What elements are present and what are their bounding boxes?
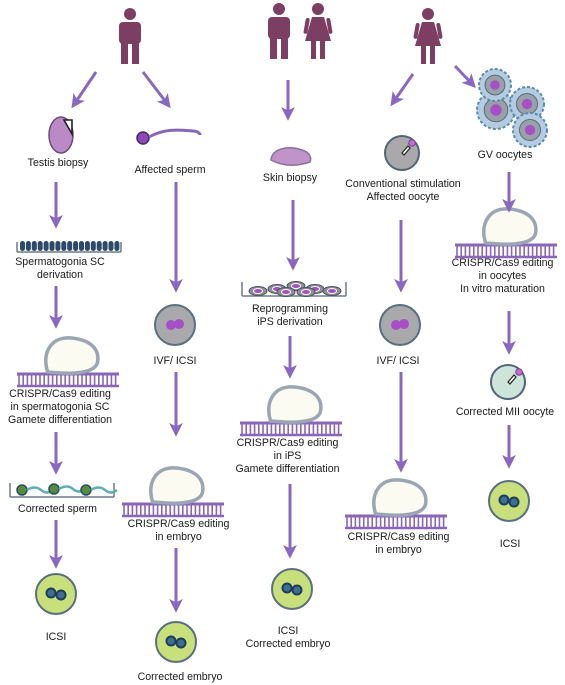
male-person-icon xyxy=(119,8,141,64)
label-corrected-embryo: Corrected embryo xyxy=(137,671,223,683)
label-gv-oocytes: GV oocytes xyxy=(477,149,533,161)
label-embryo-editing-b-line1: CRISPR/Cas9 editing xyxy=(347,531,450,543)
label-gv-editing-line2: in oocytes xyxy=(478,270,527,282)
label-corrected-mii-oocyte: Corrected MII oocyte xyxy=(455,406,555,418)
label-ivf-icsi-b: IVF/ ICSI xyxy=(376,355,420,367)
male-person-icon xyxy=(268,3,290,59)
flow-arrow xyxy=(71,71,98,109)
label-gv-editing-line3: In vitro maturation xyxy=(460,283,545,295)
label-sc-editing-line3: Gamete differentiation xyxy=(7,414,113,426)
crispr-complex-icon xyxy=(240,385,342,437)
female-person-icon xyxy=(303,3,333,59)
ips-culture-icon xyxy=(241,281,347,297)
flow-arrow xyxy=(141,71,171,109)
oocyte-icon xyxy=(384,135,420,171)
label-testis-biopsy: Testis biopsy xyxy=(27,157,89,169)
crispr-complex-icon xyxy=(345,478,447,530)
label-corrected-sperm: Corrected sperm xyxy=(18,503,97,515)
flow-arrow xyxy=(390,73,415,107)
label-embryo-editing-b-line2: in embryo xyxy=(375,544,422,556)
label-icsi-sc: ICSI xyxy=(45,631,67,643)
label-gv-editing-line1: CRISPR/Cas9 editing xyxy=(451,257,554,269)
label-affected-sperm: Affected sperm xyxy=(134,164,206,176)
label-sc-derivation-line1: Spermatogonia SC xyxy=(15,256,105,268)
testis-icon xyxy=(48,116,74,154)
embryo-icon xyxy=(271,568,313,610)
label-ivf-icsi-a: IVF/ ICSI xyxy=(153,355,197,367)
label-sc-editing-line2: in spermatogonia SC xyxy=(10,401,110,413)
crispr-complex-icon xyxy=(455,207,557,259)
label-skin-biopsy: Skin biopsy xyxy=(262,172,318,184)
label-icsi-gv: ICSI xyxy=(499,538,521,550)
label-conv-stim-line1: Conventional stimulation xyxy=(345,178,461,190)
embryo-icon xyxy=(488,480,530,522)
fertilized-oocyte-icon xyxy=(379,304,421,346)
corrected-sperm-icon xyxy=(9,483,118,498)
embryo-icon xyxy=(155,621,197,663)
fertilized-oocyte-icon xyxy=(154,304,196,346)
label-ips-editing-line3: Gamete differentiation xyxy=(235,463,340,475)
label-embryo-editing-a-line1: CRISPR/Cas9 editing xyxy=(127,518,230,530)
label-reprogramming-line2: iPS derivation xyxy=(257,316,323,328)
label-sc-editing-line1: CRISPR/Cas9 editing xyxy=(9,388,111,400)
crispr-complex-icon xyxy=(17,336,119,388)
sc-culture-icon xyxy=(16,241,122,253)
label-icsi-ips: ICSI xyxy=(277,625,299,637)
sperm-icon xyxy=(136,128,202,145)
corrected-mii-oocyte-icon xyxy=(490,364,526,400)
label-ips-editing-line1: CRISPR/Cas9 editing xyxy=(236,437,339,449)
label-ips-editing-line2: in iPS xyxy=(273,450,302,462)
gv-oocytes-icon xyxy=(476,68,548,148)
label-reprogramming-line1: Reprogramming xyxy=(252,303,328,315)
label-icsi-ips-corrected: Corrected embryo xyxy=(245,638,331,650)
label-sc-derivation-line2: derivation xyxy=(37,269,83,281)
embryo-icon xyxy=(35,573,77,615)
skin-icon xyxy=(270,147,312,166)
crispr-complex-icon xyxy=(122,466,224,518)
label-conv-stim-line2: Affected oocyte xyxy=(366,191,440,203)
label-embryo-editing-a-line2: in embryo xyxy=(155,531,202,543)
female-person-icon xyxy=(413,8,443,64)
flow-arrow xyxy=(453,64,476,89)
